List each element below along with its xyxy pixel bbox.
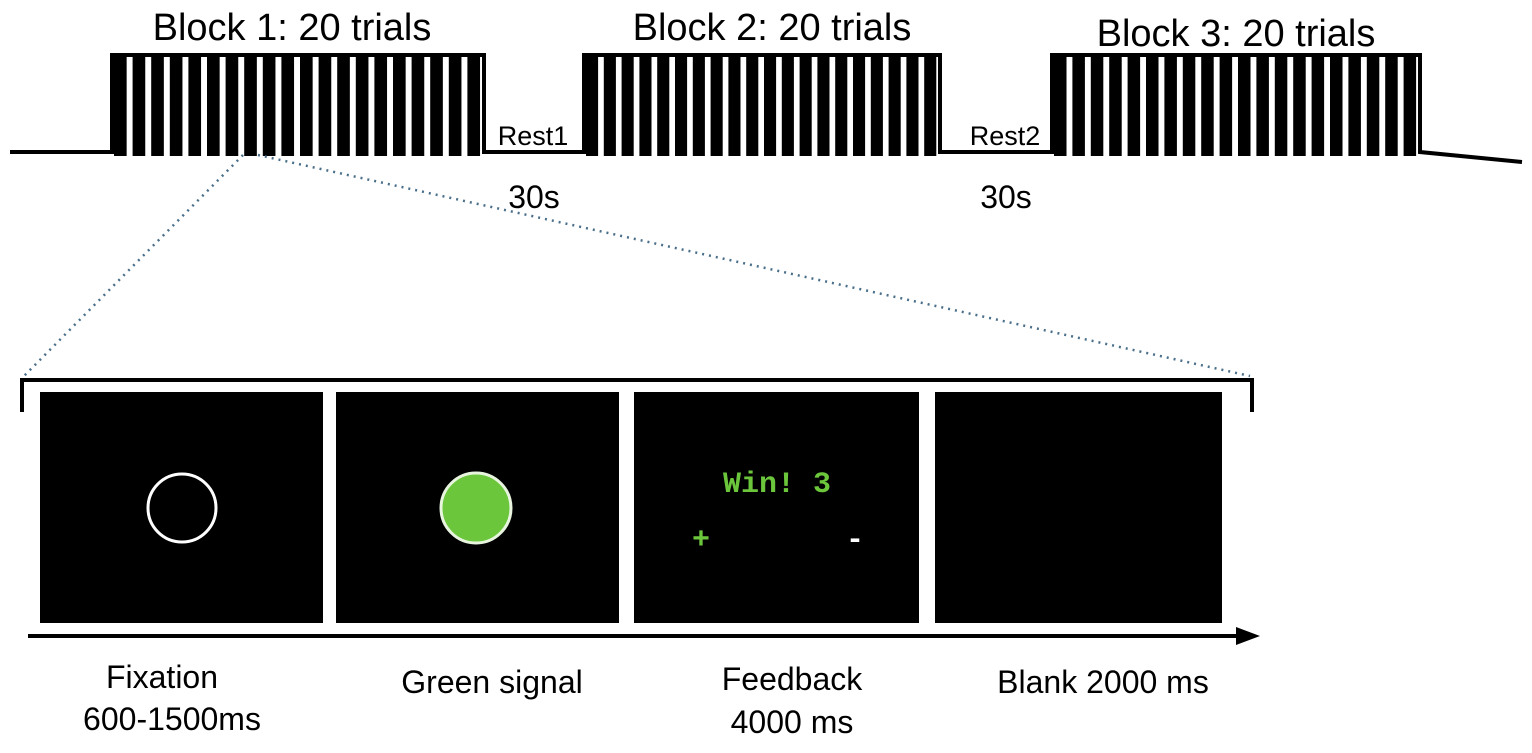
trial-bar bbox=[675, 55, 688, 156]
trial-bar bbox=[799, 55, 812, 156]
block-3-label: Block 3: 20 trials bbox=[1097, 13, 1376, 55]
trial-bar bbox=[657, 55, 670, 156]
trial-bar bbox=[888, 55, 901, 156]
trial-bar bbox=[1109, 55, 1122, 156]
trial-bar bbox=[430, 55, 443, 156]
trial-bar bbox=[1238, 55, 1251, 156]
green-signal-screen bbox=[336, 392, 619, 623]
trial-bar bbox=[1274, 55, 1288, 156]
trial-bar bbox=[262, 55, 276, 156]
trial-bar bbox=[1127, 55, 1141, 156]
rest-2-duration: 30s bbox=[980, 179, 1032, 215]
trial-bar bbox=[1182, 55, 1196, 156]
zoom-line-left bbox=[23, 154, 244, 377]
time-arrow bbox=[28, 627, 1260, 645]
trial-bar bbox=[835, 55, 848, 156]
blank-screen bbox=[935, 392, 1222, 623]
trial-bar bbox=[374, 55, 388, 156]
trial-bar bbox=[411, 55, 425, 156]
trial-bar bbox=[1330, 55, 1343, 156]
trial-bar bbox=[1256, 55, 1269, 156]
plus-symbol: + bbox=[692, 524, 710, 558]
block-timeline bbox=[10, 53, 1523, 164]
feedback-text: Win! 3 bbox=[723, 468, 831, 502]
trial-bar bbox=[1403, 55, 1417, 156]
trial-bar bbox=[746, 55, 759, 156]
minus-symbol: - bbox=[846, 524, 864, 558]
trial-bar bbox=[169, 55, 183, 156]
trial-bar bbox=[448, 55, 462, 156]
trial-bar bbox=[603, 55, 616, 156]
trial-bar bbox=[853, 55, 866, 156]
rest-2-label: Rest2 bbox=[970, 121, 1041, 151]
feedback-duration: 4000 ms bbox=[731, 704, 854, 740]
trial-bar bbox=[1054, 55, 1067, 156]
trial-bar bbox=[225, 55, 239, 156]
trial-bar bbox=[781, 55, 794, 156]
trial-bar bbox=[639, 55, 652, 156]
rest-1-duration: 30s bbox=[508, 179, 560, 215]
trial-bar bbox=[1201, 55, 1214, 156]
trial-bar bbox=[764, 55, 777, 156]
trial-bar bbox=[621, 55, 634, 156]
trial-bar bbox=[906, 55, 919, 156]
trial-bar bbox=[1385, 55, 1398, 156]
trial-bar bbox=[817, 55, 830, 156]
trial-bar bbox=[870, 55, 883, 156]
trial-bar bbox=[132, 55, 146, 156]
trial-bar bbox=[151, 55, 164, 156]
trial-bar bbox=[1366, 55, 1380, 156]
blank-caption: Blank 2000 ms bbox=[997, 664, 1209, 700]
trial-bar bbox=[281, 55, 295, 156]
trial-bar bbox=[1219, 55, 1233, 156]
trial-bar bbox=[728, 55, 741, 156]
trial-bar bbox=[244, 55, 257, 156]
fixation-duration: 600-1500ms bbox=[83, 701, 261, 737]
fixation-caption: Fixation bbox=[106, 659, 218, 695]
trial-bar bbox=[1072, 55, 1085, 156]
trial-bar bbox=[1311, 55, 1325, 156]
trial-bar bbox=[337, 55, 350, 156]
fixation-screen bbox=[40, 392, 323, 623]
trial-bar bbox=[586, 55, 599, 156]
green-signal-caption: Green signal bbox=[401, 664, 582, 700]
rest-1-label: Rest1 bbox=[498, 121, 569, 151]
trial-bar bbox=[355, 55, 369, 156]
trial-bar bbox=[1164, 55, 1177, 156]
feedback-caption: Feedback bbox=[722, 661, 864, 697]
trial-bar bbox=[710, 55, 723, 156]
zoom-line-right bbox=[257, 153, 1251, 378]
block-1-label: Block 1: 20 trials bbox=[153, 7, 432, 49]
trial-bars bbox=[114, 55, 1417, 156]
trial-bracket bbox=[20, 378, 1254, 412]
trial-bar bbox=[318, 55, 332, 156]
arrowhead-icon bbox=[1236, 627, 1260, 645]
trial-bar bbox=[300, 55, 313, 156]
trial-bar bbox=[1090, 55, 1104, 156]
trial-bar bbox=[467, 55, 481, 156]
trial-bar bbox=[1146, 55, 1159, 156]
trial-bar bbox=[188, 55, 202, 156]
trial-bar bbox=[924, 55, 937, 156]
feedback-screen: Win! 3 + - bbox=[634, 392, 919, 623]
trial-bar bbox=[393, 55, 406, 156]
trial-bar bbox=[1348, 55, 1361, 156]
trial-bar bbox=[692, 55, 705, 156]
trial-bar bbox=[207, 55, 220, 156]
trial-bar bbox=[114, 55, 127, 156]
trial-bar bbox=[1293, 55, 1306, 156]
block-2-label: Block 2: 20 trials bbox=[633, 7, 912, 49]
fixation-ring-icon bbox=[146, 472, 218, 544]
green-signal-dot-icon bbox=[439, 471, 513, 545]
